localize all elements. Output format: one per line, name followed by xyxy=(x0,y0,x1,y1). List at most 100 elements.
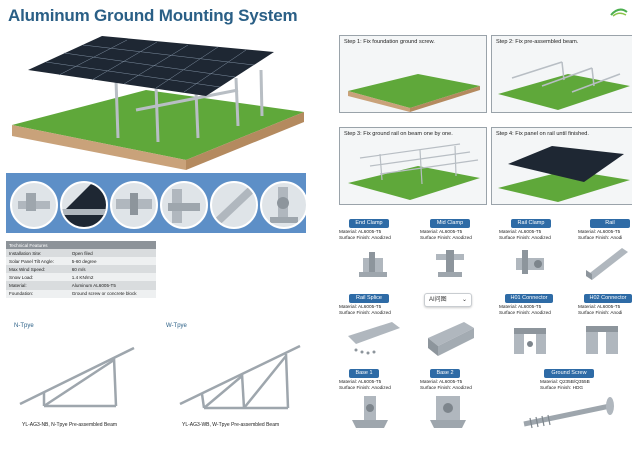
spec-key: Surface Finish: xyxy=(339,235,371,241)
rail-clamp-icon xyxy=(516,250,544,274)
spec-value: Q235B/Q355B xyxy=(559,379,590,384)
spec-value: Anodi xyxy=(610,235,623,241)
hero-mounting-illustration xyxy=(12,36,304,170)
mid-clamp-icon xyxy=(436,250,464,277)
base-1-icon xyxy=(352,396,388,428)
tech-key: Foundation: xyxy=(6,289,69,298)
end-clamp-icon xyxy=(359,252,387,277)
table-row: Max Wind Speed:60 m/s xyxy=(6,265,156,274)
spec-key: Material: xyxy=(339,229,357,234)
spec-value: AL6005-T5 xyxy=(439,229,463,234)
step-2-illustration xyxy=(498,61,630,110)
part-title-end-clamp: End Clamp xyxy=(349,219,389,228)
w-type-label: W-Tpye xyxy=(166,323,187,329)
spec-value: Anodized xyxy=(452,235,472,241)
tech-key: Material: xyxy=(6,281,69,290)
tech-header: Technical Features xyxy=(6,241,156,250)
tech-value: 1.4 KN/m2 xyxy=(68,273,156,282)
spec-key: Surface Finish: xyxy=(339,385,371,391)
part-title-rail-clamp: Rail Clamp xyxy=(511,219,551,228)
spec-value: HDG xyxy=(572,385,583,391)
detail-circle-base xyxy=(260,181,308,229)
step-4-illustration xyxy=(498,146,630,202)
spec-key: Surface Finish: xyxy=(420,235,452,241)
table-row: Installation Site:Open filed xyxy=(6,249,156,258)
tech-key: Solar Panel Tilt Angle: xyxy=(6,257,69,266)
spec-key: Surface Finish: xyxy=(540,385,572,391)
step-1-label: Step 1: Fix foundation ground screw. xyxy=(344,39,435,45)
detail-strip xyxy=(6,173,308,233)
tech-value: Aluminum AL6005-T5 xyxy=(68,281,156,290)
spec-value: Anodi xyxy=(610,310,623,316)
spec-key: Surface Finish: xyxy=(499,310,531,316)
table-row: Solar Panel Tilt Angle:5-60 degree xyxy=(6,257,156,266)
spec-key: Material: xyxy=(339,379,357,384)
detail-circle-beam xyxy=(210,181,258,229)
spec-value: AL6005-T5 xyxy=(358,304,382,309)
rail-splice-icon xyxy=(348,322,400,355)
step-3-panel: Step 3: Fix ground rail on beam one by o… xyxy=(339,127,487,205)
spec-value: AL6005-T5 xyxy=(439,379,463,384)
part-title-rail: Rail xyxy=(590,219,630,228)
detail-circle-clamp xyxy=(10,181,58,229)
step-3-illustration xyxy=(348,143,480,200)
base-2-icon xyxy=(430,396,466,428)
tech-key: Snow Load: xyxy=(6,273,69,282)
tech-value: 5-60 degree xyxy=(68,257,156,266)
n-type-beam-illustration xyxy=(19,346,135,408)
spec-value: AL6005-T5 xyxy=(597,229,621,234)
spec-key: Material: xyxy=(420,229,438,234)
spec-key: Surface Finish: xyxy=(578,310,610,316)
part-title-ground-screw: Ground Screw xyxy=(544,369,594,378)
table-row: Material:Aluminum AL6005-T5 xyxy=(6,281,156,290)
spec-value: Anodized xyxy=(531,235,551,241)
w-type-caption: YL-AG3-WB, W-Tpye Pre-assembled Beam xyxy=(182,422,280,428)
spec-key: Material: xyxy=(540,379,558,384)
technical-features-table: Technical Features Installation Site:Ope… xyxy=(6,241,156,298)
part-title-h01-connector: H01 Connector xyxy=(505,294,553,303)
page-title: Aluminum Ground Mounting System xyxy=(8,6,298,25)
w-type-beam-illustration xyxy=(179,344,301,410)
step-2-label: Step 2: Fix pre-assembled beam. xyxy=(496,39,579,45)
h01-connector-icon xyxy=(514,328,546,354)
spec-key: Material: xyxy=(420,379,438,384)
spec-key: Material: xyxy=(499,304,517,309)
chevron-down-icon: ⌄ xyxy=(461,297,467,303)
ai-image-button[interactable]: AI问图 ⌄ xyxy=(424,293,472,307)
spec-key: Surface Finish: xyxy=(339,310,371,316)
detail-circle-rail xyxy=(110,181,158,229)
tech-value: Open filed xyxy=(68,249,156,258)
spec-key: Surface Finish: xyxy=(499,235,531,241)
part-title-h02-connector: H02 Connector xyxy=(584,294,632,303)
ai-image-label: AI问图 xyxy=(429,297,447,303)
rail-icon xyxy=(586,248,628,280)
spec-value: AL6005-T5 xyxy=(358,229,382,234)
spec-key: Material: xyxy=(578,304,596,309)
spec-key: Material: xyxy=(578,229,596,234)
tech-value: Ground screw or concrete block xyxy=(68,289,156,298)
spec-key: Surface Finish: xyxy=(420,385,452,391)
spec-value: AL6005-T5 xyxy=(518,304,542,309)
table-row: Foundation:Ground screw or concrete bloc… xyxy=(6,289,156,298)
table-row: Snow Load:1.4 KN/m2 xyxy=(6,273,156,282)
detail-circle-connector xyxy=(160,181,208,229)
n-type-caption: YL-AG3-NB, N-Tpye Pre-assembled Beam xyxy=(22,422,118,428)
part-title-mid-clamp: Mid Clamp xyxy=(430,219,470,228)
step-1-illustration xyxy=(348,74,480,112)
tech-value: 60 m/s xyxy=(68,265,156,274)
part-title-rail-splice: Rail Splice xyxy=(349,294,389,303)
spec-value: Anodized xyxy=(371,235,391,241)
tech-key: Installation Site: xyxy=(6,249,69,258)
h02-connector-icon xyxy=(586,326,618,354)
part-title-base-1: Base 1 xyxy=(349,369,379,378)
part-title-base-2: Base 2 xyxy=(430,369,460,378)
